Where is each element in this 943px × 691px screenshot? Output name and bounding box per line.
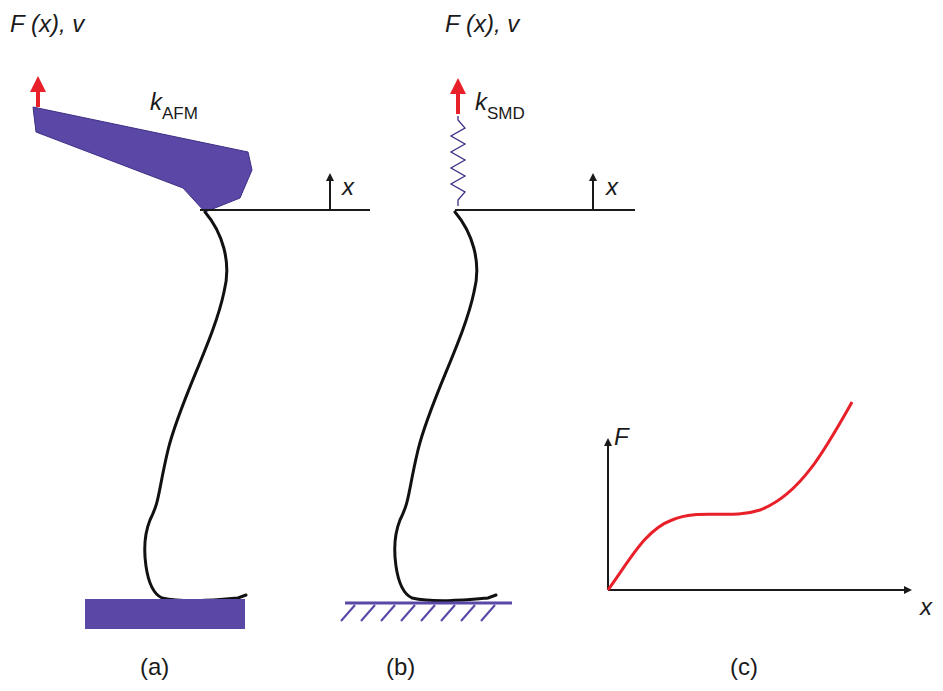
x-arrow bbox=[329, 175, 331, 210]
reference-line bbox=[200, 209, 370, 211]
x-arrow bbox=[592, 175, 594, 210]
spring-subscript: SMD bbox=[487, 105, 525, 122]
molecule-chain bbox=[395, 212, 496, 601]
panel-label: (a) bbox=[140, 655, 169, 679]
spring-subscript: AFM bbox=[162, 105, 198, 122]
axis-label: x bbox=[342, 175, 354, 199]
ground-hatch bbox=[341, 605, 495, 621]
x-axis bbox=[608, 589, 910, 591]
force-curve bbox=[608, 402, 852, 590]
substrate bbox=[85, 599, 245, 629]
reference-line bbox=[455, 209, 635, 211]
hatch-stroke bbox=[361, 605, 375, 621]
force-arrow bbox=[456, 86, 460, 114]
afm-cantilever bbox=[33, 107, 252, 212]
axis-label: x bbox=[920, 595, 932, 619]
axis-label: F bbox=[614, 425, 629, 449]
hatch-stroke bbox=[381, 605, 395, 621]
hatch-stroke bbox=[481, 605, 495, 621]
force-label: F (x), v bbox=[445, 12, 519, 36]
hatch-stroke bbox=[421, 605, 435, 621]
panel-label: (b) bbox=[386, 655, 415, 679]
spring-constant: k bbox=[150, 90, 162, 114]
ground bbox=[345, 602, 512, 605]
hatch-stroke bbox=[461, 605, 475, 621]
force-label: F (x), v bbox=[10, 12, 84, 36]
molecule-chain bbox=[145, 212, 246, 601]
spring-constant: k bbox=[475, 90, 487, 114]
force-arrow bbox=[36, 84, 40, 107]
hatch-stroke bbox=[441, 605, 455, 621]
hatch-stroke bbox=[341, 605, 355, 621]
panel-label: (c) bbox=[730, 655, 758, 679]
spring bbox=[451, 116, 465, 206]
y-axis bbox=[607, 440, 609, 590]
hatch-stroke bbox=[401, 605, 415, 621]
axis-label: x bbox=[606, 175, 618, 199]
